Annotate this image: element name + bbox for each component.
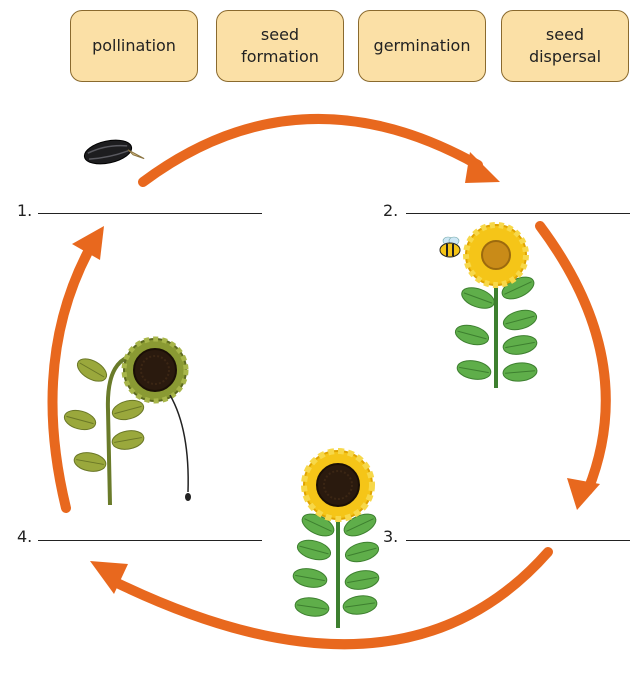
word-label: seed dispersal: [528, 25, 602, 66]
step-number-1: 1.: [17, 201, 33, 220]
cycle-arrow-right: [535, 221, 611, 510]
mature-sunflower-icon: [291, 448, 382, 628]
word-box-pollination[interactable]: pollination: [70, 10, 198, 82]
bee-icon: [439, 236, 461, 258]
cycle-arrow-bottom: [90, 547, 553, 650]
answer-line-1[interactable]: [38, 213, 262, 214]
word-label: seed formation: [241, 25, 319, 66]
cycle-arrow-top: [138, 113, 500, 187]
answer-line-2[interactable]: [406, 213, 630, 214]
word-label: pollination: [92, 36, 176, 55]
word-label: germination: [373, 36, 471, 55]
step-number-2: 2.: [383, 201, 399, 220]
answer-line-3[interactable]: [406, 540, 630, 541]
seed-icon: [83, 139, 145, 165]
step-number-4: 4.: [17, 527, 33, 546]
word-box-seed-formation[interactable]: seed formation: [216, 10, 344, 82]
step-number-3: 3.: [383, 527, 399, 546]
word-box-germination[interactable]: germination: [358, 10, 486, 82]
answer-line-4[interactable]: [38, 540, 262, 541]
wilted-sunflower-icon: [61, 336, 191, 506]
flowering-sunflower-icon: [452, 222, 540, 388]
word-box-seed-dispersal[interactable]: seed dispersal: [501, 10, 629, 82]
cycle-arrow-left: [47, 226, 104, 513]
